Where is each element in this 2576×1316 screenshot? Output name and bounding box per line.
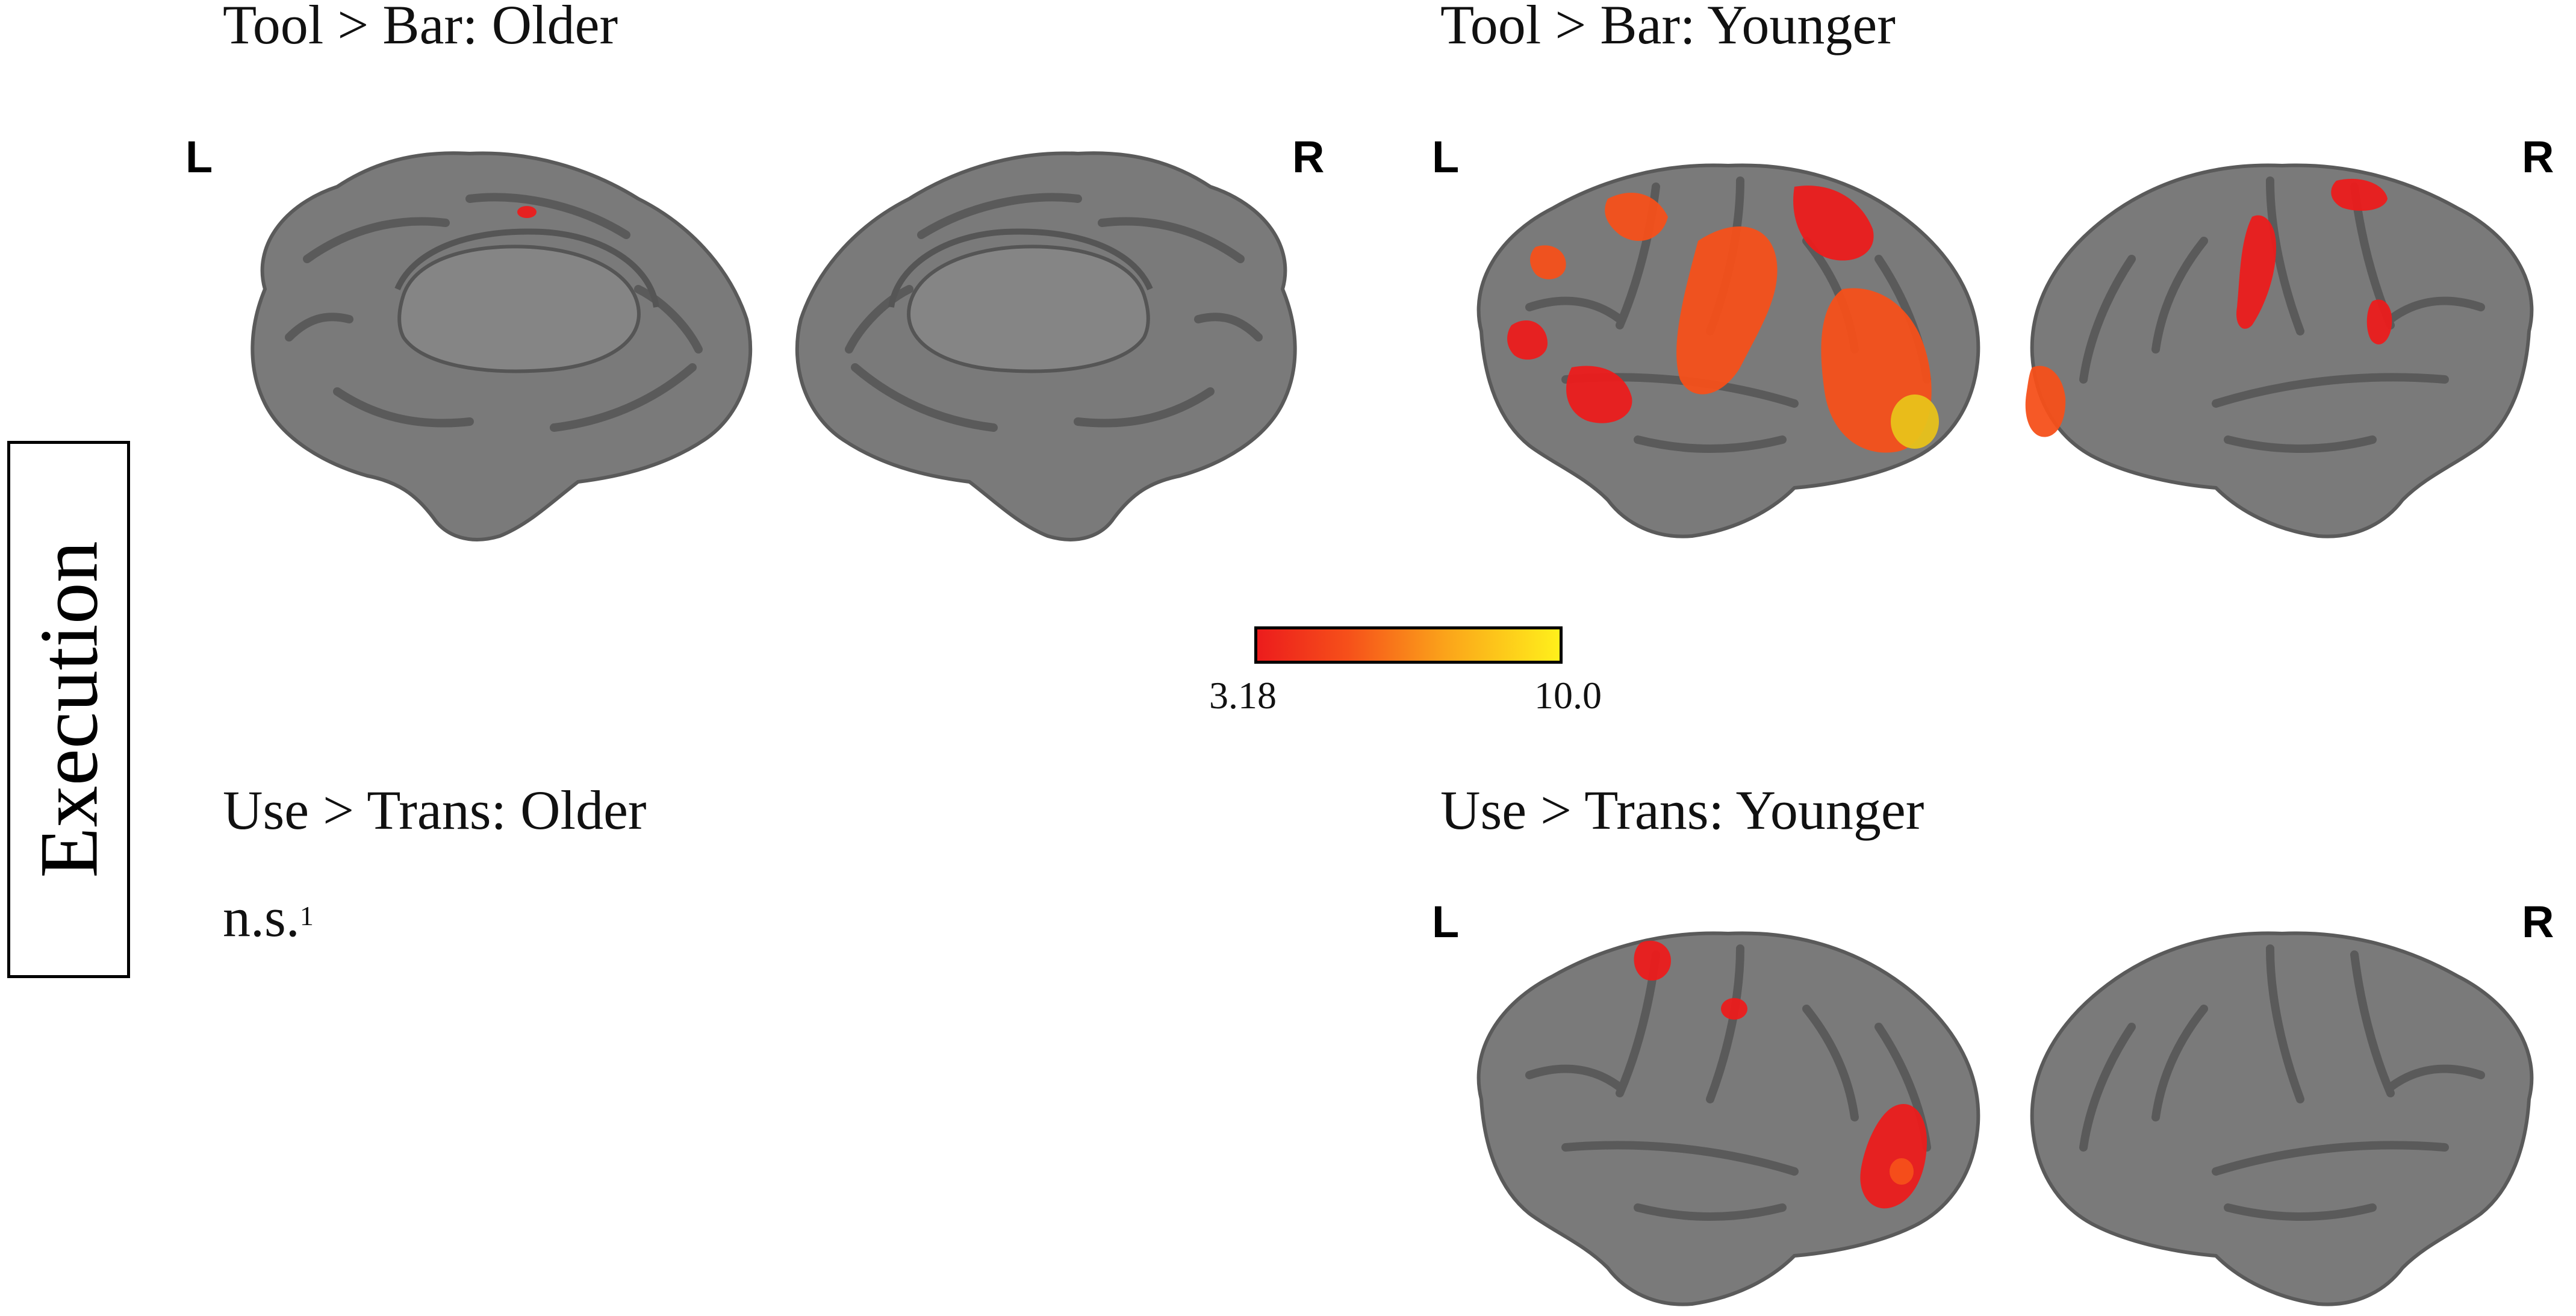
cingulate-sulcus xyxy=(888,228,1153,308)
left-hemisphere-label-older: L xyxy=(185,132,213,182)
condition-label: Execution xyxy=(22,541,115,878)
activation-blob xyxy=(1793,186,1874,261)
sulci-lines xyxy=(2079,176,2485,453)
right-hemisphere-label-older: R xyxy=(1292,132,1325,182)
colorbar-min-label: 3.18 xyxy=(1209,674,1277,717)
condition-label-box: Execution xyxy=(7,441,130,978)
cortical-surface xyxy=(2030,163,2534,538)
corpus-callosum xyxy=(907,245,1150,373)
corpus-callosum xyxy=(397,245,641,373)
left-hemisphere-label-use-younger: L xyxy=(1432,897,1460,947)
activation-blob xyxy=(2236,215,2276,329)
activation-blob xyxy=(1634,940,1671,981)
activation-blob xyxy=(517,206,537,218)
panel-title-use-trans-older: Use > Trans: Older xyxy=(223,779,647,841)
sulci-lines xyxy=(1525,944,1931,1221)
panel-title-tool-bar-younger: Tool > Bar: Younger xyxy=(1440,0,1896,55)
brain-older-right-medial xyxy=(795,151,1297,541)
activation-peak xyxy=(1890,1158,1914,1185)
cortical-surface xyxy=(1476,931,1980,1306)
brain-use-younger-right-lateral xyxy=(2030,931,2534,1306)
right-hemisphere-label-younger: R xyxy=(2522,132,2554,182)
activation-blob xyxy=(1676,226,1778,394)
brain-use-younger-left-lateral xyxy=(1476,931,1980,1306)
activation-blob xyxy=(1566,366,1632,423)
sulci-lines xyxy=(845,193,1263,432)
activation-blob xyxy=(2331,178,2388,211)
activation-blob xyxy=(1605,193,1668,241)
activation-blob xyxy=(2366,299,2392,345)
panel-title-use-trans-younger: Use > Trans: Younger xyxy=(1440,779,1924,841)
sulci-lines xyxy=(2079,944,2485,1221)
brain-older-left-medial xyxy=(250,151,753,541)
left-hemisphere-label-younger: L xyxy=(1432,132,1460,182)
colorbar xyxy=(1254,626,1563,664)
activation-peak xyxy=(1891,394,1939,449)
panel-title-tool-bar-older: Tool > Bar: Older xyxy=(223,0,618,55)
not-significant-note: n.s.1 xyxy=(223,885,314,949)
cingulate-sulcus xyxy=(394,228,659,308)
activation-blob xyxy=(1721,998,1747,1020)
cortical-surface xyxy=(2030,931,2534,1306)
activation-blob xyxy=(2025,366,2066,437)
activation-blob xyxy=(1860,1104,1927,1209)
activation-blob xyxy=(1530,245,1566,279)
brain-younger-left-lateral xyxy=(1476,163,1980,538)
footnote-marker: 1 xyxy=(299,900,314,931)
colorbar-max-label: 10.0 xyxy=(1534,674,1602,717)
not-significant-text: n.s. xyxy=(223,887,300,948)
sulci-lines xyxy=(285,193,703,432)
right-hemisphere-label-use-younger: R xyxy=(2522,897,2554,947)
brain-younger-right-lateral xyxy=(2025,163,2534,538)
activation-blob xyxy=(1507,320,1548,360)
